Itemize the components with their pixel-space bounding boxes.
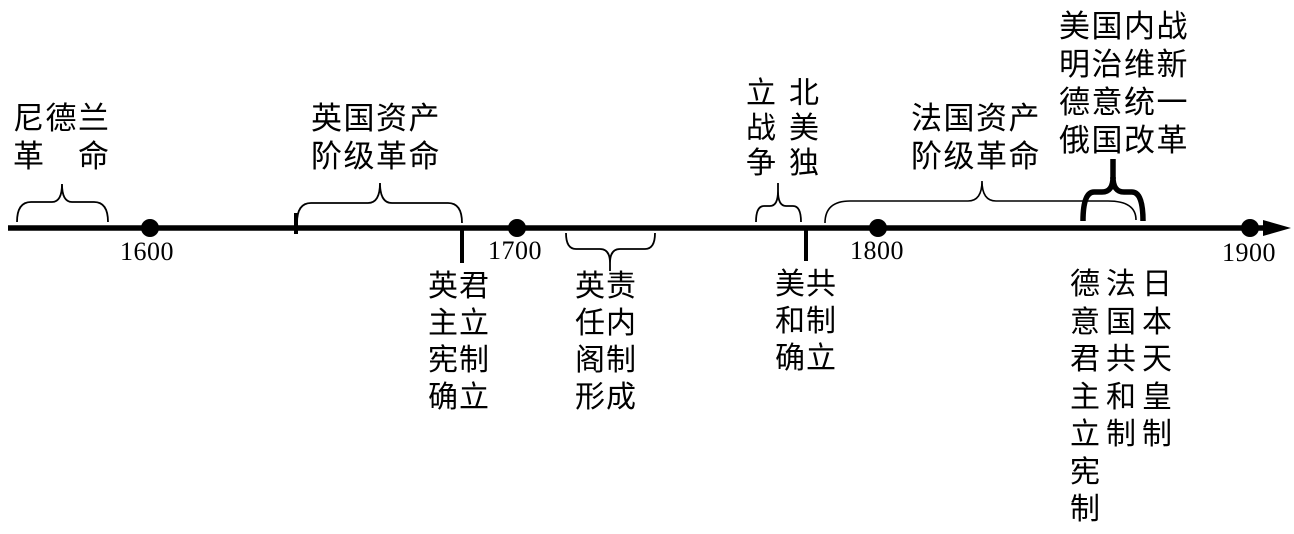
brace-english-revolution: [296, 182, 463, 224]
year-dot-1900: [1241, 219, 1259, 237]
brace-american-independence: [755, 190, 802, 223]
label-japan-emperor-system: 日 本 天 皇 制: [1142, 268, 1172, 451]
year-dot-1800: [869, 219, 887, 237]
brace-french-revolution: [824, 180, 1137, 224]
label-german-constitutional-monarchy: 德 意 君 主 立 宪 制: [1070, 268, 1100, 526]
year-dot-1600: [141, 219, 159, 237]
year-dot-1700: [508, 219, 526, 237]
label-english-bourgeois-revolution: 英国资产 阶级革命: [311, 101, 441, 174]
label-american-independence-col-right: 北 美 独: [789, 77, 819, 180]
year-label-1700: 1700: [488, 236, 542, 265]
brace-uk-cabinet-system: [565, 232, 656, 264]
year-label-1600: 1600: [120, 237, 174, 266]
label-netherlands-revolution: 尼德兰 革 命: [13, 101, 111, 174]
year-label-1800: 1800: [850, 236, 904, 265]
brace-reform-events: [1080, 176, 1146, 222]
year-label-1900: 1900: [1222, 238, 1276, 267]
brace-netherlands-revolution: [16, 183, 109, 223]
label-uk-cabinet-system: 英责 任内 阁制 形成: [575, 270, 637, 414]
label-reform-events: 美国内战 明治维新 德意统一 俄国改革: [1059, 9, 1189, 158]
label-french-republic: 法 国 共 和 制: [1106, 268, 1136, 451]
label-us-republic: 美共 和制 确立: [775, 268, 837, 375]
axis-arrowhead-icon: [1263, 220, 1291, 236]
label-french-bourgeois-revolution: 法国资产 阶级革命: [911, 101, 1041, 174]
label-uk-constitutional-monarchy: 英君 主立 宪制 确立: [428, 270, 490, 414]
label-american-independence-col-left: 立 战 争: [746, 77, 776, 180]
